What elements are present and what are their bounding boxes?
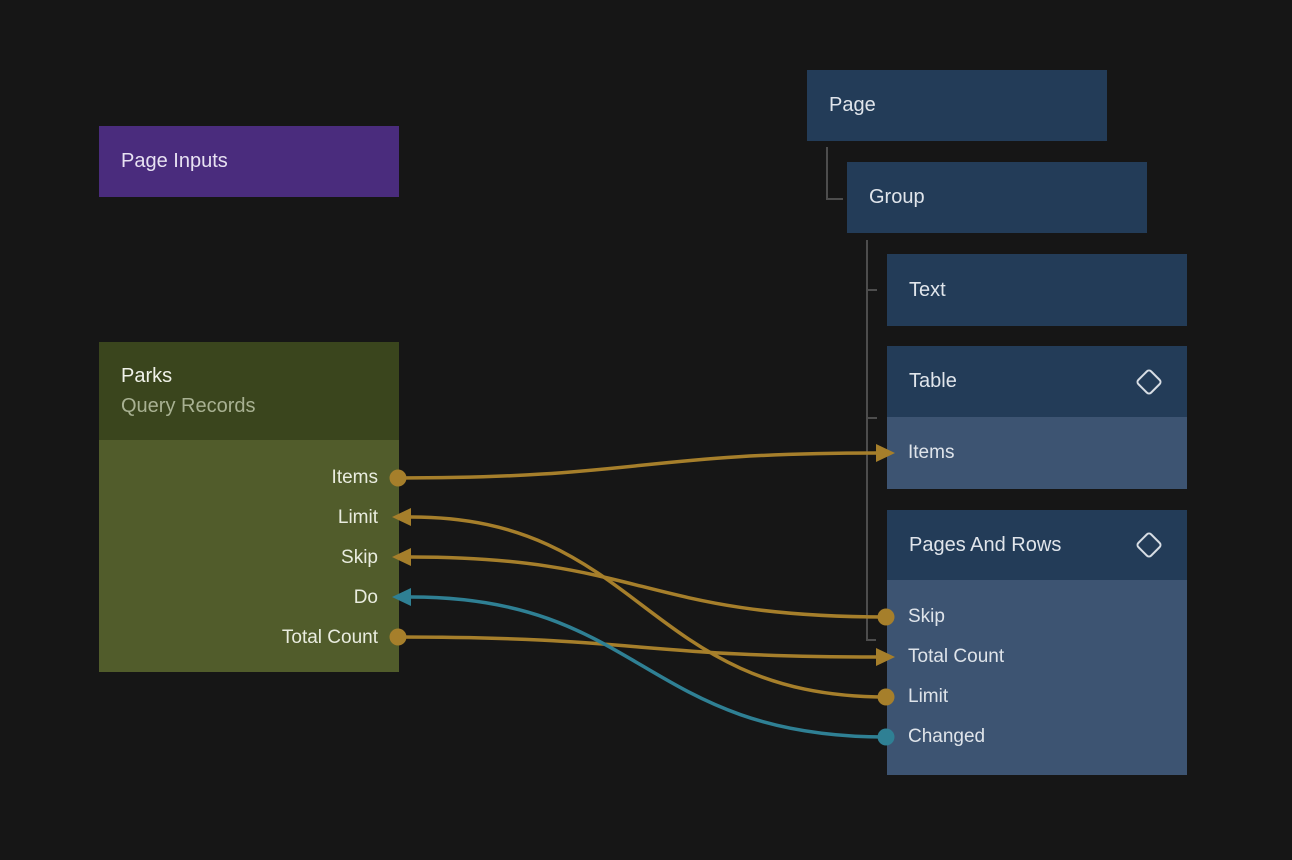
wire-changed-to-do xyxy=(410,595,887,739)
port-label: Skip xyxy=(341,547,378,568)
tree-row-label: Limit xyxy=(908,686,949,707)
tree-node-label: Group xyxy=(869,186,925,208)
tree-row-table-items[interactable]: Items xyxy=(887,417,1187,489)
diamond-icon xyxy=(1134,530,1164,560)
tree-line-page-group xyxy=(826,147,843,200)
tree-row-label: Skip xyxy=(908,606,945,627)
orange-arrowheads xyxy=(392,444,895,666)
wire-total-count-to-total-count xyxy=(397,635,878,659)
tree-node-group[interactable]: Group xyxy=(847,162,1147,233)
tree-row-changed[interactable]: Changed xyxy=(887,717,1187,757)
query-title: Parks xyxy=(121,365,173,387)
wire-items-to-table-items xyxy=(397,451,878,480)
query-subtitle: Query Records xyxy=(121,395,256,417)
wire-skip-to-skip xyxy=(410,555,887,619)
tree-node-label: Table xyxy=(909,370,957,392)
port-label: Limit xyxy=(337,507,378,528)
tree-row-label: Total Count xyxy=(908,646,1005,667)
tree-node-label: Text xyxy=(909,278,946,301)
page-inputs-title: Page Inputs xyxy=(121,150,228,172)
wire-limit-to-limit xyxy=(410,515,887,699)
tree-row-limit[interactable]: Limit xyxy=(887,677,1187,717)
port-items-out[interactable]: Items xyxy=(99,458,399,498)
node-query-body: Items Limit Skip Do Total Count xyxy=(99,440,399,672)
orange-wires xyxy=(397,451,887,699)
tree-node-label: Page xyxy=(829,94,876,116)
tree-node-pages-and-rows-body: Skip Total Count Limit Changed xyxy=(887,580,1187,775)
port-limit-in[interactable]: Limit xyxy=(99,498,399,538)
diamond-icon xyxy=(1134,367,1164,396)
port-label: Do xyxy=(353,587,378,608)
tree-node-table[interactable]: Table xyxy=(887,346,1187,417)
node-page-inputs[interactable]: Page Inputs xyxy=(99,126,399,197)
tree-node-pages-and-rows[interactable]: Pages And Rows xyxy=(887,510,1187,580)
tree-row-skip[interactable]: Skip xyxy=(887,597,1187,637)
orange-port-dots[interactable] xyxy=(389,469,895,706)
tree-node-page[interactable]: Page xyxy=(807,70,1107,141)
tree-row-total-count[interactable]: Total Count xyxy=(887,637,1187,677)
node-query-header[interactable]: Parks Query Records xyxy=(99,342,399,440)
tree-row-label: Changed xyxy=(908,726,986,747)
tree-line-group-children xyxy=(866,240,876,641)
port-do-in[interactable]: Do xyxy=(99,578,399,618)
port-skip-in[interactable]: Skip xyxy=(99,538,399,578)
tree-node-label: Pages And Rows xyxy=(909,533,1062,556)
port-total-count-out[interactable]: Total Count xyxy=(99,618,399,658)
port-label: Items xyxy=(331,467,378,488)
tree-row-label: Items xyxy=(908,442,955,463)
tree-node-text[interactable]: Text xyxy=(887,254,1187,326)
port-label: Total Count xyxy=(281,627,378,648)
